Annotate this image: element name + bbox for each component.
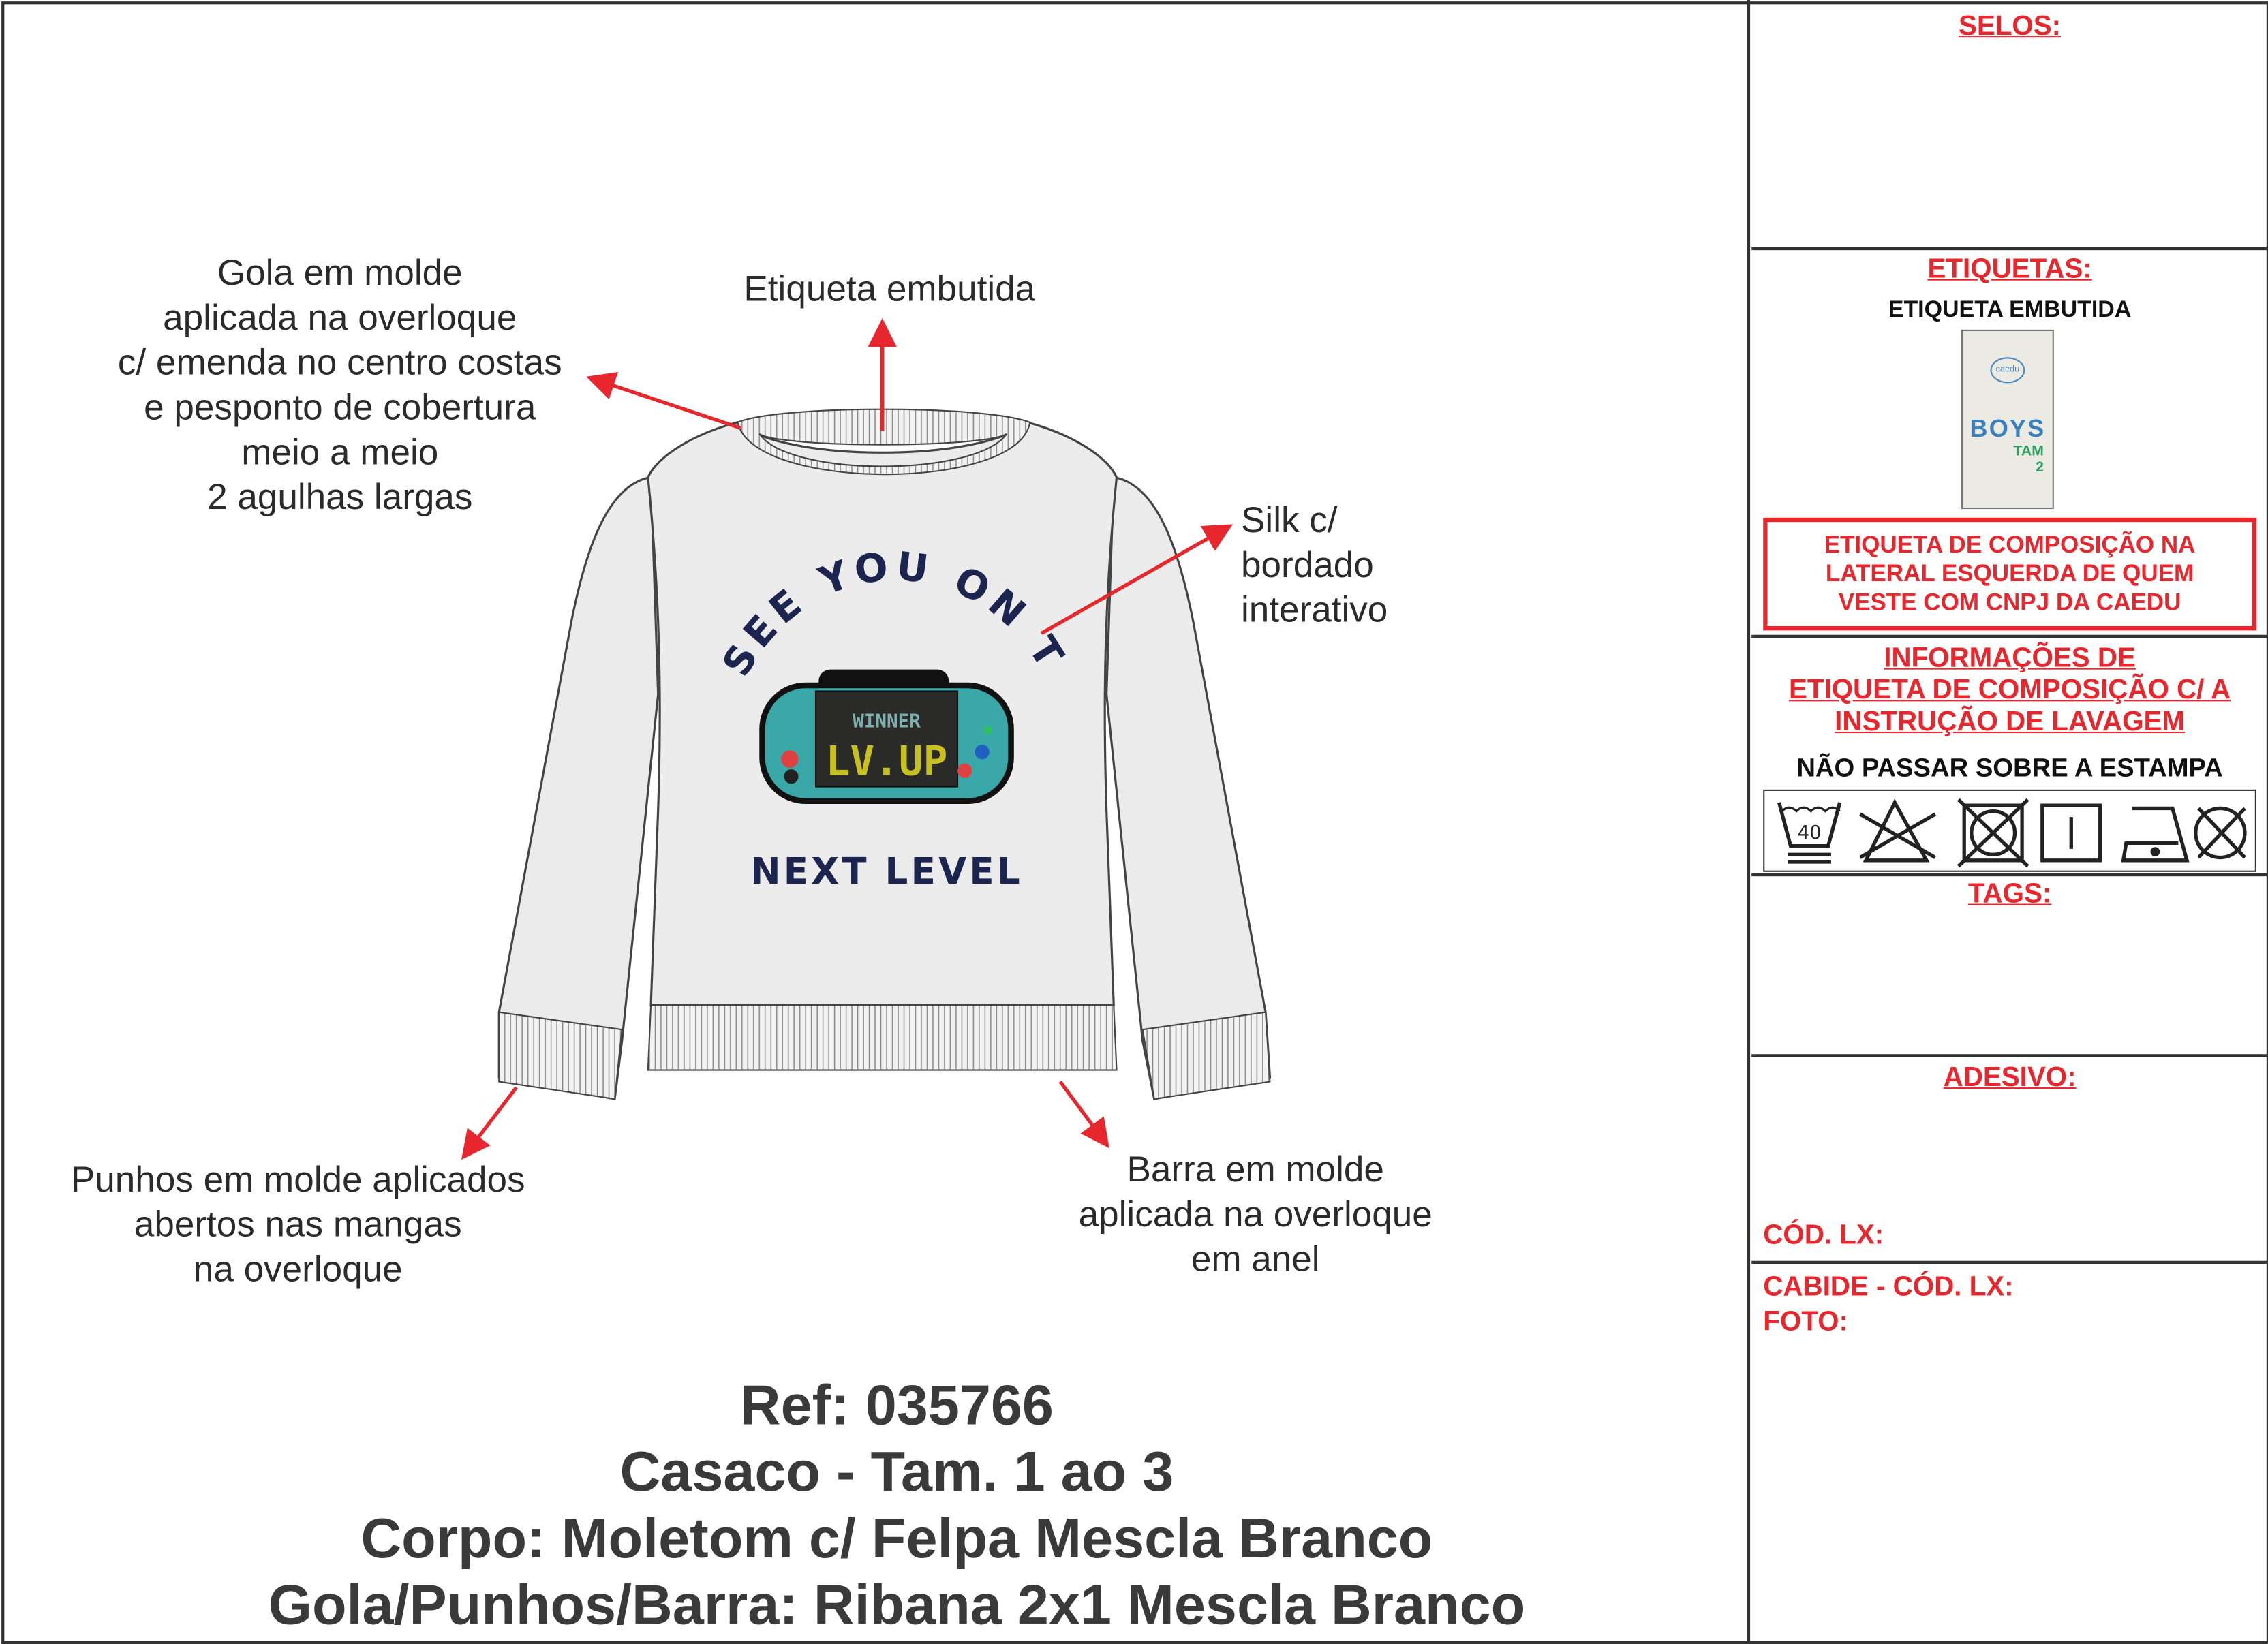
wash-40-icon <box>1777 802 1842 864</box>
left-cuff <box>498 1011 623 1100</box>
no-bleach-icon <box>1859 798 1937 863</box>
section-etiquetas: ETIQUETAS: ETIQUETA EMBUTIDA caedu BOYS … <box>1751 250 2268 638</box>
section-cabide: CABIDE - CÓD. LX: FOTO: <box>1751 1264 2268 1643</box>
hem-rib <box>647 1004 1118 1071</box>
sweater-drawing: SEE YOU ON THE WINNER LV.UP NEXT LEVEL <box>0 0 1272 1160</box>
bottom-text: NEXT LEVEL <box>750 850 1023 893</box>
screen-text-2: LV.UP <box>826 739 948 786</box>
wash-temp: 40 <box>1798 821 1822 843</box>
section-tags: TAGS: <box>1751 876 2268 1057</box>
screen-text-1: WINNER <box>853 710 921 732</box>
console-screen <box>814 690 959 788</box>
section-adesivo: ADESIVO: CÓD. LX: <box>1751 1057 2268 1264</box>
collar-rib <box>737 408 1031 476</box>
iron-low-icon <box>2121 806 2190 863</box>
no-dry-clean-icon <box>2194 806 2247 860</box>
cod-lx-label: CÓD. LX: <box>1763 1220 1884 1251</box>
line-dry-icon <box>2040 803 2102 863</box>
note-label: Etiqueta embutida <box>744 268 1036 310</box>
section-selos: SELOS: <box>1751 0 2268 251</box>
foto-label: FOTO: <box>1763 1307 1848 1338</box>
main-area: SEE YOU ON THE WINNER LV.UP NEXT LEVEL G… <box>0 0 1751 1643</box>
no-tumble-dry-icon <box>1957 798 2029 868</box>
cabide-label: CABIDE - CÓD. LX: <box>1763 1272 2014 1303</box>
callout-arrows <box>461 317 1233 1160</box>
right-cuff <box>1141 1011 1271 1100</box>
care-symbols: 40 <box>1763 789 2256 872</box>
